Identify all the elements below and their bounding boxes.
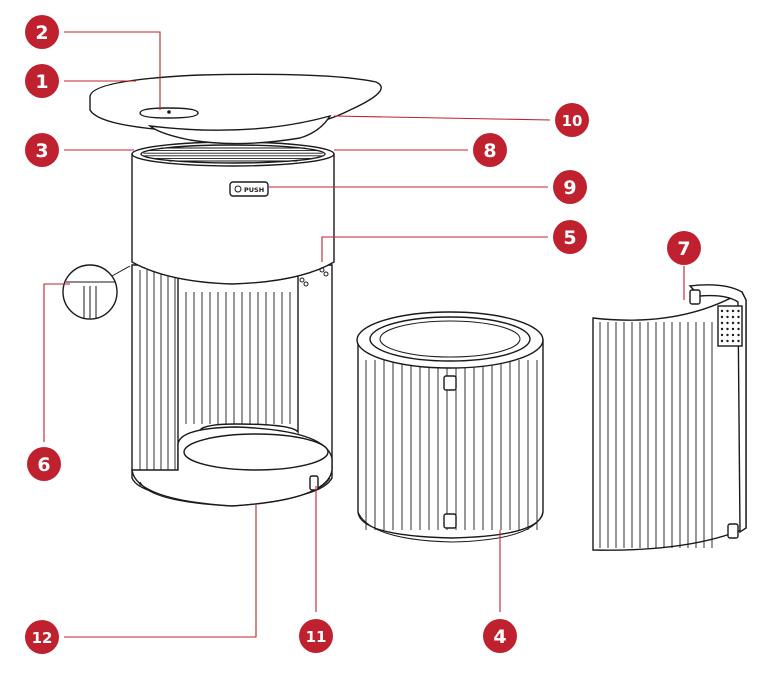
cover-vent-holes — [720, 309, 740, 343]
base-latch[interactable] — [309, 475, 319, 491]
filter-body — [357, 339, 544, 539]
svg-text:9: 9 — [563, 177, 576, 199]
leader-2 — [64, 31, 161, 110]
filter-tab-bottom[interactable] — [443, 513, 457, 529]
lid — [89, 73, 382, 145]
callout-2: 2 — [25, 15, 59, 49]
base-inner-tray — [183, 433, 329, 471]
leader-lines — [43, 31, 685, 638]
cover-vent-grid — [717, 305, 743, 347]
svg-text:3: 3 — [35, 140, 48, 162]
push-button[interactable]: PUSH — [229, 181, 269, 197]
callout-3: 3 — [25, 133, 59, 167]
callout-11: 11 — [299, 619, 333, 653]
front-cover — [592, 284, 747, 551]
svg-text:2: 2 — [35, 22, 48, 44]
filter-ribs — [365, 360, 538, 530]
callout-12: 12 — [25, 620, 59, 654]
filter-tab-top[interactable] — [443, 375, 457, 391]
cover-ribs — [599, 322, 713, 548]
callout-1: 1 — [25, 64, 59, 98]
svg-text:12: 12 — [32, 629, 53, 647]
push-button-label: PUSH — [244, 186, 264, 194]
side-vents — [299, 267, 329, 287]
filter-top-inner — [369, 316, 531, 362]
filter-cylinder — [356, 311, 544, 543]
top-grille-lines — [143, 147, 323, 162]
callout-10: 10 — [555, 103, 589, 137]
leader-12 — [64, 505, 257, 638]
lid-top — [89, 73, 382, 134]
callout-7: 7 — [667, 231, 701, 265]
callout-6: 6 — [27, 447, 61, 481]
detail-zoom — [62, 264, 131, 320]
svg-text:10: 10 — [562, 112, 583, 130]
svg-text:7: 7 — [677, 238, 690, 260]
svg-text:1: 1 — [35, 71, 48, 93]
svg-text:4: 4 — [493, 626, 506, 648]
callout-8: 8 — [473, 133, 507, 167]
svg-text:11: 11 — [306, 628, 327, 646]
main-unit: PUSH — [131, 141, 335, 507]
lid-center-dot — [167, 110, 171, 114]
svg-text:5: 5 — [563, 227, 576, 249]
main-body-ribs — [139, 270, 176, 486]
callout-4: 4 — [483, 619, 517, 653]
cover-bottom-clip[interactable] — [727, 523, 739, 539]
filter-bottom-edge — [357, 511, 544, 543]
inner-cavity-ribs — [185, 292, 291, 424]
callout-5: 5 — [553, 220, 587, 254]
callout-badges: 1 2 3 4 5 6 7 8 9 10 11 12 — [25, 15, 701, 654]
svg-text:6: 6 — [37, 454, 50, 476]
lid-underside — [147, 114, 332, 145]
upper-housing — [131, 153, 335, 285]
callout-9: 9 — [553, 170, 587, 204]
leader-5 — [321, 236, 548, 262]
leader-6 — [43, 283, 70, 442]
cover-top-clip[interactable] — [689, 289, 701, 305]
leader-10 — [333, 115, 551, 121]
filter-top-center — [379, 320, 521, 358]
svg-text:8: 8 — [483, 140, 496, 162]
